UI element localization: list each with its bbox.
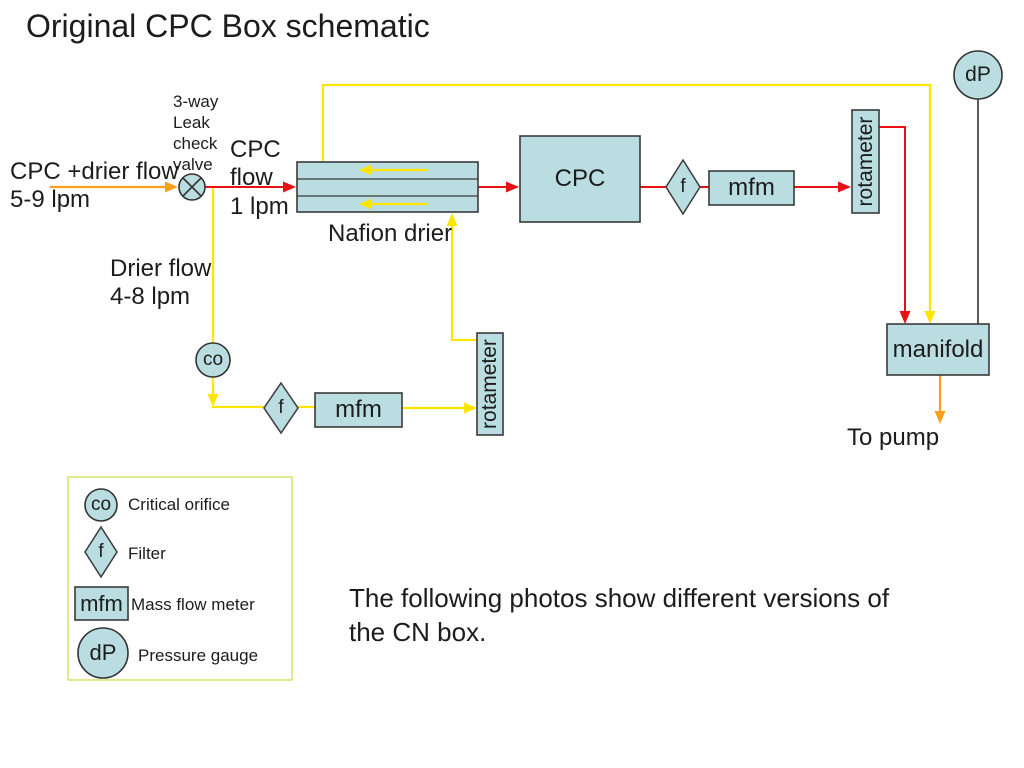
legend-mfm-symbol (74, 586, 129, 621)
legend-dp-label: Pressure gauge (138, 646, 259, 665)
critical-orifice-label: co (202, 349, 224, 370)
legend-mfm-label: Mass flow meter (131, 595, 255, 614)
rotameter-bottom-box (476, 332, 504, 436)
rotameter-top-box (851, 109, 880, 214)
nafion-drier-label: Nafion drier (328, 220, 453, 247)
dp-gauge-label: dP (965, 63, 991, 86)
caption-text: The following photos show different vers… (349, 583, 890, 647)
filter-bottom-symbol (263, 381, 299, 435)
legend-critical-orifice-symbol (84, 488, 118, 522)
critical-orifice-symbol (195, 342, 231, 378)
manifold-label: manifold (892, 335, 984, 363)
legend-mfm-symbol-label: mfm (80, 590, 123, 616)
cpc-box (519, 135, 641, 223)
filter-top-label: f (680, 176, 686, 197)
mfm-top-box (708, 170, 795, 206)
legend-filter-symbol-label: f (98, 541, 104, 562)
valve-cross-line (182, 177, 202, 197)
legend-critical-orifice-label: Critical orifice (128, 495, 231, 514)
three-way-valve-label: 3-way Leak check valve (173, 92, 219, 174)
legend-critical-orifice-symbol-label: co (90, 494, 112, 515)
cpc-box-label: CPC (554, 165, 606, 192)
legend-dp-symbol (77, 627, 129, 679)
legend-filter-symbol (84, 525, 118, 579)
mfm-bottom-label: mfm (335, 396, 382, 423)
mfm-top-label: mfm (728, 174, 775, 201)
rotameter-to-drier-arrow (446, 213, 477, 342)
drier-to-manifold-loop (321, 83, 936, 324)
filter-top-symbol (665, 158, 701, 216)
drier-flow-label: Drier flow 4-8 lpm (110, 255, 212, 311)
inlet-flow-label: CPC +drier flow 5-9 lpm (10, 158, 179, 214)
page-title: Original CPC Box schematic (26, 8, 430, 44)
rotameter-top-label: rotameter (853, 116, 877, 207)
mfm-bottom-box (314, 392, 403, 428)
manifold-box (886, 323, 990, 376)
to-pump-label: To pump (847, 424, 940, 451)
rotameter-bottom-label: rotameter (478, 339, 501, 429)
filter-bottom-label: f (278, 397, 284, 418)
legend-dp-symbol-label: dP (89, 640, 117, 665)
dp-gauge-symbol (953, 50, 1003, 100)
rotameter-to-manifold-arrow (879, 126, 911, 324)
cpc-flow-label: CPC flow 1 lpm (230, 136, 289, 220)
legend-filter-label: Filter (128, 544, 166, 563)
